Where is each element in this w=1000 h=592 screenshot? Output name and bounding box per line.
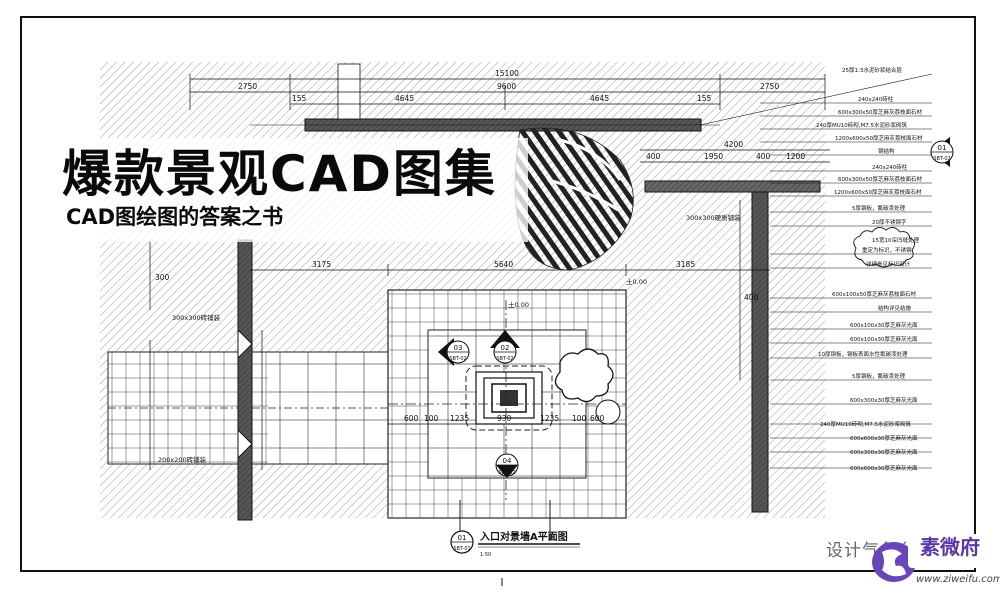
right-note: 结构详见结施: [878, 304, 912, 312]
right-note: 600x300x50厚芝麻灰荔枝面石材: [838, 108, 923, 116]
right-note: 600x300x30厚芝麻灰光面: [850, 396, 918, 404]
drawing-scale: 1:50: [480, 552, 491, 558]
right-note: 15宽10深凹缝处理: [872, 236, 919, 244]
right-note: 5厚钢板，氟碳漆处理: [852, 204, 905, 212]
plan-notes: 300x300砖铺装 200x200砖铺装 300x300硬质铺装 土0.00 …: [158, 213, 741, 464]
right-notes: 25厚1:3水泥砂浆结合层 240x240砖柱 600x300x50厚芝麻灰荔枝…: [816, 66, 923, 472]
svg-text:SBT-02: SBT-02: [498, 470, 515, 476]
section-callout-02: 02 SBT-02: [490, 330, 520, 364]
top-wall-beam: [250, 118, 720, 132]
main-callout-ref: SBT-01: [453, 546, 470, 552]
svg-text:SBT-02: SBT-02: [933, 156, 950, 162]
dim-lower-2: 100: [424, 414, 439, 423]
right-note: 240x240砖柱: [872, 163, 908, 171]
dim-lower-1: 600: [404, 414, 419, 423]
dim-small-right: 155: [697, 94, 712, 103]
dim-right-v: 400: [744, 293, 759, 302]
section-callout-01: 01 SBT-02: [930, 137, 954, 167]
svg-text:01: 01: [938, 144, 947, 152]
dim-r2: 1950: [704, 152, 723, 161]
note-left-2: 200x200砖铺装: [158, 455, 207, 464]
dim-small-left: 155: [292, 94, 307, 103]
tree-symbol: [554, 348, 621, 425]
right-note: 10厚钢板，钢板表面水性氟碳漆处理: [818, 350, 908, 358]
right-note: 5厚钢板，氟碳漆处理: [852, 372, 905, 380]
note-center-2: 土0.00: [508, 300, 529, 309]
dimension-lines: [149, 74, 830, 470]
dim-mid-center: 5640: [494, 260, 513, 269]
right-note: 600x600x30厚芝麻灰光面: [850, 464, 918, 472]
dim-lower-4: 930: [497, 414, 512, 423]
svg-text:SBT-02: SBT-02: [449, 356, 466, 362]
dim-seg-b: 4645: [590, 94, 609, 103]
promo-banner: 爆款景观CAD图集 CAD图绘图的答案之书: [22, 138, 528, 242]
section-callout-03: 03 SBT-02: [438, 338, 470, 366]
drawing-title-block: 01 SBT-01 入口对景墙A平面图 1:50: [450, 530, 580, 586]
dim-left-v: 300: [155, 273, 170, 282]
right-note: 240厚MU10砖砌,M7.5水泥砂浆砌筑: [816, 121, 908, 129]
banner-subtitle: CAD图绘图的答案之书: [66, 205, 284, 229]
dim-lower-7: 600: [590, 414, 605, 423]
section-callout-04: 04 SBT-02: [495, 453, 519, 478]
dim-seg-a: 4645: [395, 94, 414, 103]
left-wall: [237, 239, 253, 521]
dim-right-4200: 4200: [724, 140, 743, 149]
svg-text:SBT-02: SBT-02: [496, 356, 513, 362]
right-note: 600x100x30厚芝麻灰光面: [850, 335, 918, 343]
dim-top-center: 9600: [497, 82, 516, 91]
right-note: 1200x600x50厚芝麻灰荔枝面石材: [835, 134, 923, 142]
right-note: 20厚不锈钢字: [872, 218, 907, 226]
dim-overall: 15100: [495, 69, 519, 78]
right-note: 600x100x50厚芝麻灰荔枝面石材: [832, 290, 917, 298]
banner-title: 爆款景观CAD图集: [62, 145, 497, 203]
right-note: 240x240砖柱: [858, 95, 894, 103]
dim-lower-3: 1235: [450, 414, 469, 423]
dim-lower-5: 1235: [540, 414, 559, 423]
right-note: 钢结构: [878, 147, 895, 155]
note-left-1: 300x300砖铺装: [172, 313, 221, 322]
dim-top-right: 2750: [760, 82, 779, 91]
dim-mid-left: 3175: [312, 260, 331, 269]
note-leaders: [699, 73, 933, 469]
right-note: 600x300x50厚芝麻灰荔枝面石材: [838, 175, 923, 183]
dim-r4: 1200: [786, 152, 805, 161]
svg-text:03: 03: [454, 344, 463, 352]
dim-r1: 400: [646, 152, 661, 161]
watermark-logo-icon: [872, 534, 998, 582]
planting-area: [514, 127, 634, 271]
dim-mid-right: 3185: [676, 260, 695, 269]
main-callout-num: 01: [458, 534, 467, 542]
right-note: 1200x600x50厚芝麻灰荔枝面石材: [834, 188, 922, 196]
right-note: 600x100x30厚芝麻灰光面: [850, 321, 918, 329]
central-plaza: [387, 289, 627, 540]
svg-text:02: 02: [501, 344, 510, 352]
right-note: 重定为标识，不锈钢: [862, 246, 912, 254]
dim-r3: 400: [756, 152, 771, 161]
watermark-logo-text: 素微府: [920, 535, 980, 559]
revision-cloud: [853, 227, 915, 268]
right-note: 详细参见标识设计: [866, 260, 911, 268]
right-wall: [644, 180, 821, 513]
dimension-texts: 15100 2750 2750 9600 4645 4645 155 155 4…: [155, 69, 805, 423]
svg-text:04: 04: [503, 457, 512, 465]
note-center-3: 土0.00: [626, 277, 647, 286]
dim-top-left: 2750: [238, 82, 257, 91]
right-note: 600x600x30厚芝麻灰光面: [850, 434, 918, 442]
drawing-title: 入口对景墙A平面图: [480, 530, 568, 543]
right-note: 600x300x30厚芝麻灰光面: [850, 448, 918, 456]
watermark-url: www.ziweifu.com: [916, 574, 1000, 585]
dim-lower-6: 100: [572, 414, 587, 423]
note-center-1: 300x300硬质铺装: [686, 213, 741, 222]
right-note: 25厚1:3水泥砂浆结合层: [842, 66, 902, 74]
right-note: 240厚MU10砖砌,M7.5水泥砂浆砌筑: [820, 420, 912, 428]
